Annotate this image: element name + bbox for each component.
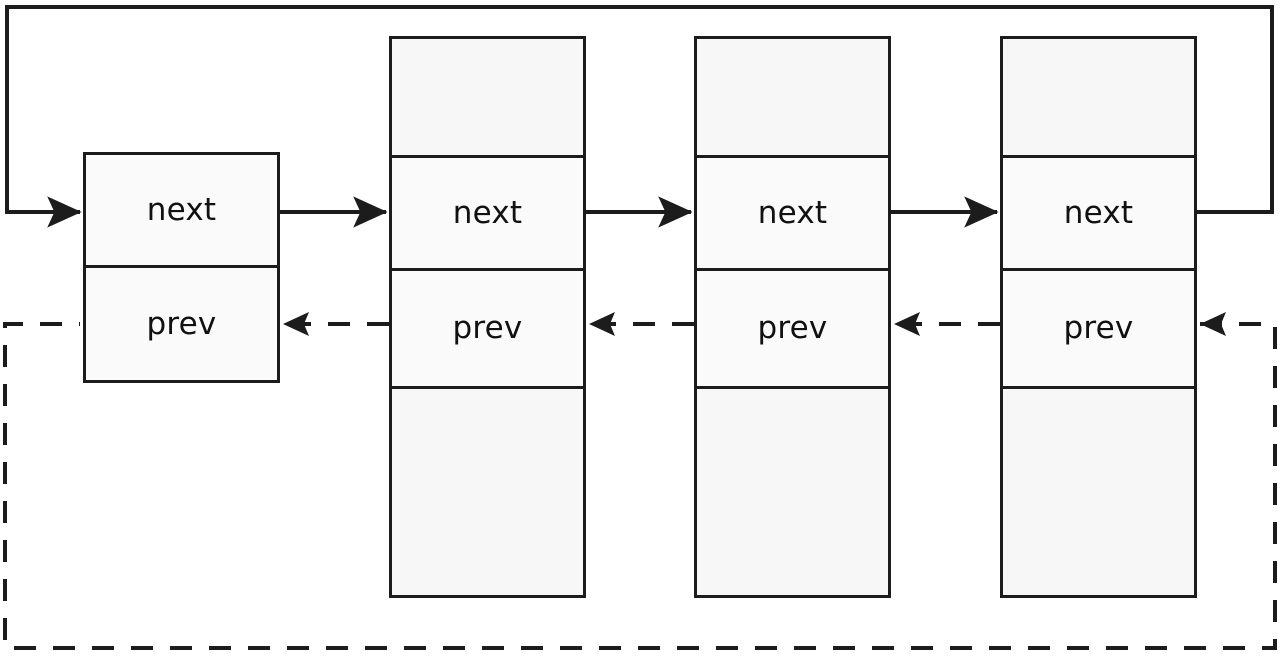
- node-4-prev-label: prev: [1063, 310, 1134, 346]
- node-3-top-cell: [697, 39, 888, 155]
- node-2-prev-cell[interactable]: prev: [392, 268, 583, 386]
- list-node-2[interactable]: next prev: [389, 36, 586, 598]
- node-1-next-cell[interactable]: next: [86, 155, 277, 266]
- node-1-prev-cell[interactable]: prev: [86, 265, 277, 380]
- node-2-bottom-cell: [392, 386, 583, 595]
- node-3-prev-label: prev: [757, 310, 828, 346]
- node-2-prev-label: prev: [452, 310, 523, 346]
- list-node-4[interactable]: next prev: [1000, 36, 1197, 598]
- list-node-1[interactable]: next prev: [83, 152, 280, 383]
- next-wrap-path: [5, 5, 1274, 228]
- node-4-top-cell: [1003, 39, 1194, 155]
- node-4-prev-cell[interactable]: prev: [1003, 268, 1194, 386]
- node-4-next-label: next: [1063, 194, 1134, 231]
- prev-arrowheads: [283, 312, 1226, 336]
- list-node-3[interactable]: next prev: [694, 36, 891, 598]
- node-1-prev-label: prev: [146, 305, 217, 342]
- prev-wrap-path: [3, 322, 1277, 650]
- node-4-bottom-cell: [1003, 386, 1194, 595]
- node-4-next-cell[interactable]: next: [1003, 155, 1194, 268]
- node-3-next-cell[interactable]: next: [697, 155, 888, 268]
- node-1-next-label: next: [146, 191, 217, 228]
- node-3-next-label: next: [757, 194, 828, 231]
- node-2-top-cell: [392, 39, 583, 155]
- node-2-next-cell[interactable]: next: [392, 155, 583, 268]
- node-3-bottom-cell: [697, 386, 888, 595]
- node-2-next-label: next: [452, 194, 523, 231]
- node-3-prev-cell[interactable]: prev: [697, 268, 888, 386]
